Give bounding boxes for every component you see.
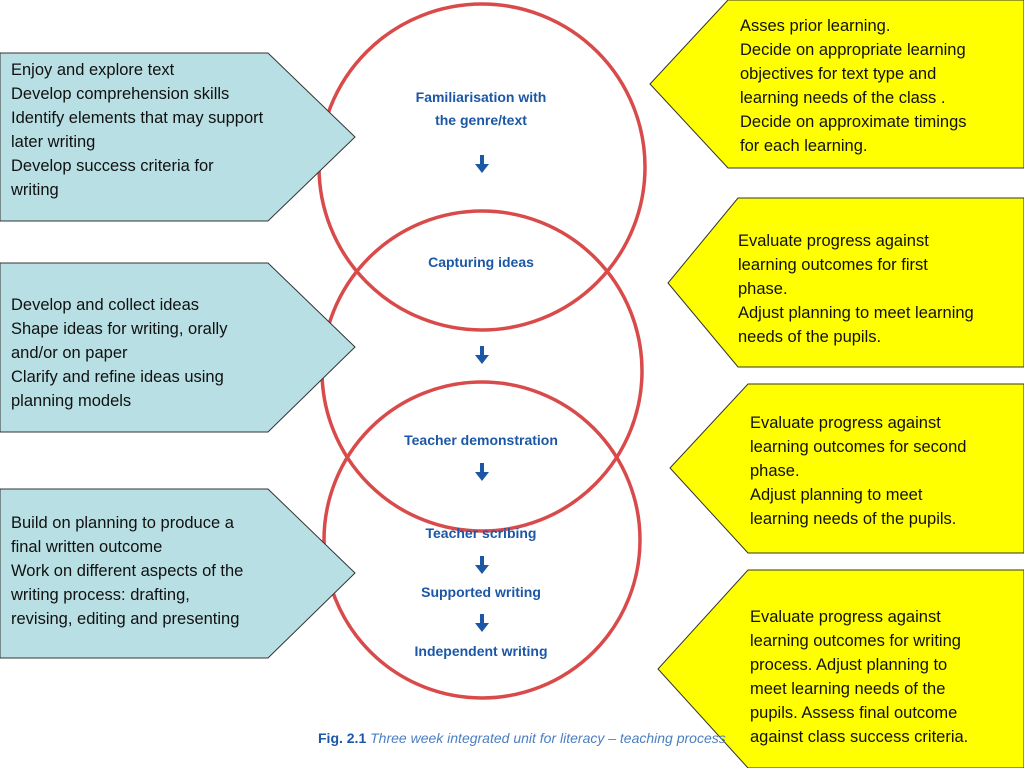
stage-teacher-scribing: Teacher scribing bbox=[425, 525, 537, 541]
right-box-4-shape bbox=[657, 569, 1024, 768]
stage-supported-writing: Supported writing bbox=[421, 584, 541, 600]
stage-teacher-demonstration: Teacher demonstration bbox=[404, 432, 558, 448]
left-box-writing-text: Build on planning to produce a final wri… bbox=[11, 514, 244, 628]
left-box-capturing-shape bbox=[0, 262, 356, 433]
arrow-down-icon bbox=[475, 614, 489, 632]
right-box-1-text: Asses prior learning. Decide on appropri… bbox=[740, 17, 967, 155]
figure-caption: Fig. 2.1 Three week integrated unit for … bbox=[318, 730, 726, 746]
circle-writing bbox=[322, 380, 642, 700]
arrow-down-icon bbox=[475, 556, 489, 574]
right-box-3-text: Evaluate progress against learning outco… bbox=[750, 414, 967, 528]
right-box-2-text: Evaluate progress against learning outco… bbox=[738, 232, 974, 346]
right-box-3-shape bbox=[669, 383, 1024, 554]
left-box-capturing-text: Develop and collect ideas Shape ideas fo… bbox=[11, 296, 228, 410]
right-box-2-shape bbox=[667, 197, 1024, 368]
stage-familiarisation-line1: Familiarisation with bbox=[415, 89, 547, 105]
figure-description: Three week integrated unit for literacy … bbox=[370, 730, 726, 746]
right-box-1-shape bbox=[649, 0, 1024, 169]
stage-familiarisation-line2: the genre/text bbox=[435, 112, 527, 128]
figure-number: Fig. 2.1 bbox=[318, 730, 367, 746]
stage-capturing-ideas: Capturing ideas bbox=[428, 254, 534, 270]
stage-familiarisation: Familiarisation with the genre/text bbox=[371, 86, 591, 132]
arrow-down-icon bbox=[475, 155, 489, 173]
left-box-writing-shape bbox=[0, 488, 356, 659]
left-box-familiarisation-text: Enjoy and explore text Develop comprehen… bbox=[11, 61, 264, 199]
stage-independent-writing: Independent writing bbox=[414, 643, 548, 659]
left-box-familiarisation-shape bbox=[0, 52, 356, 222]
arrow-down-icon bbox=[475, 463, 489, 481]
right-box-4-text: Evaluate progress against learning outco… bbox=[750, 608, 969, 746]
arrow-down-icon bbox=[475, 346, 489, 364]
